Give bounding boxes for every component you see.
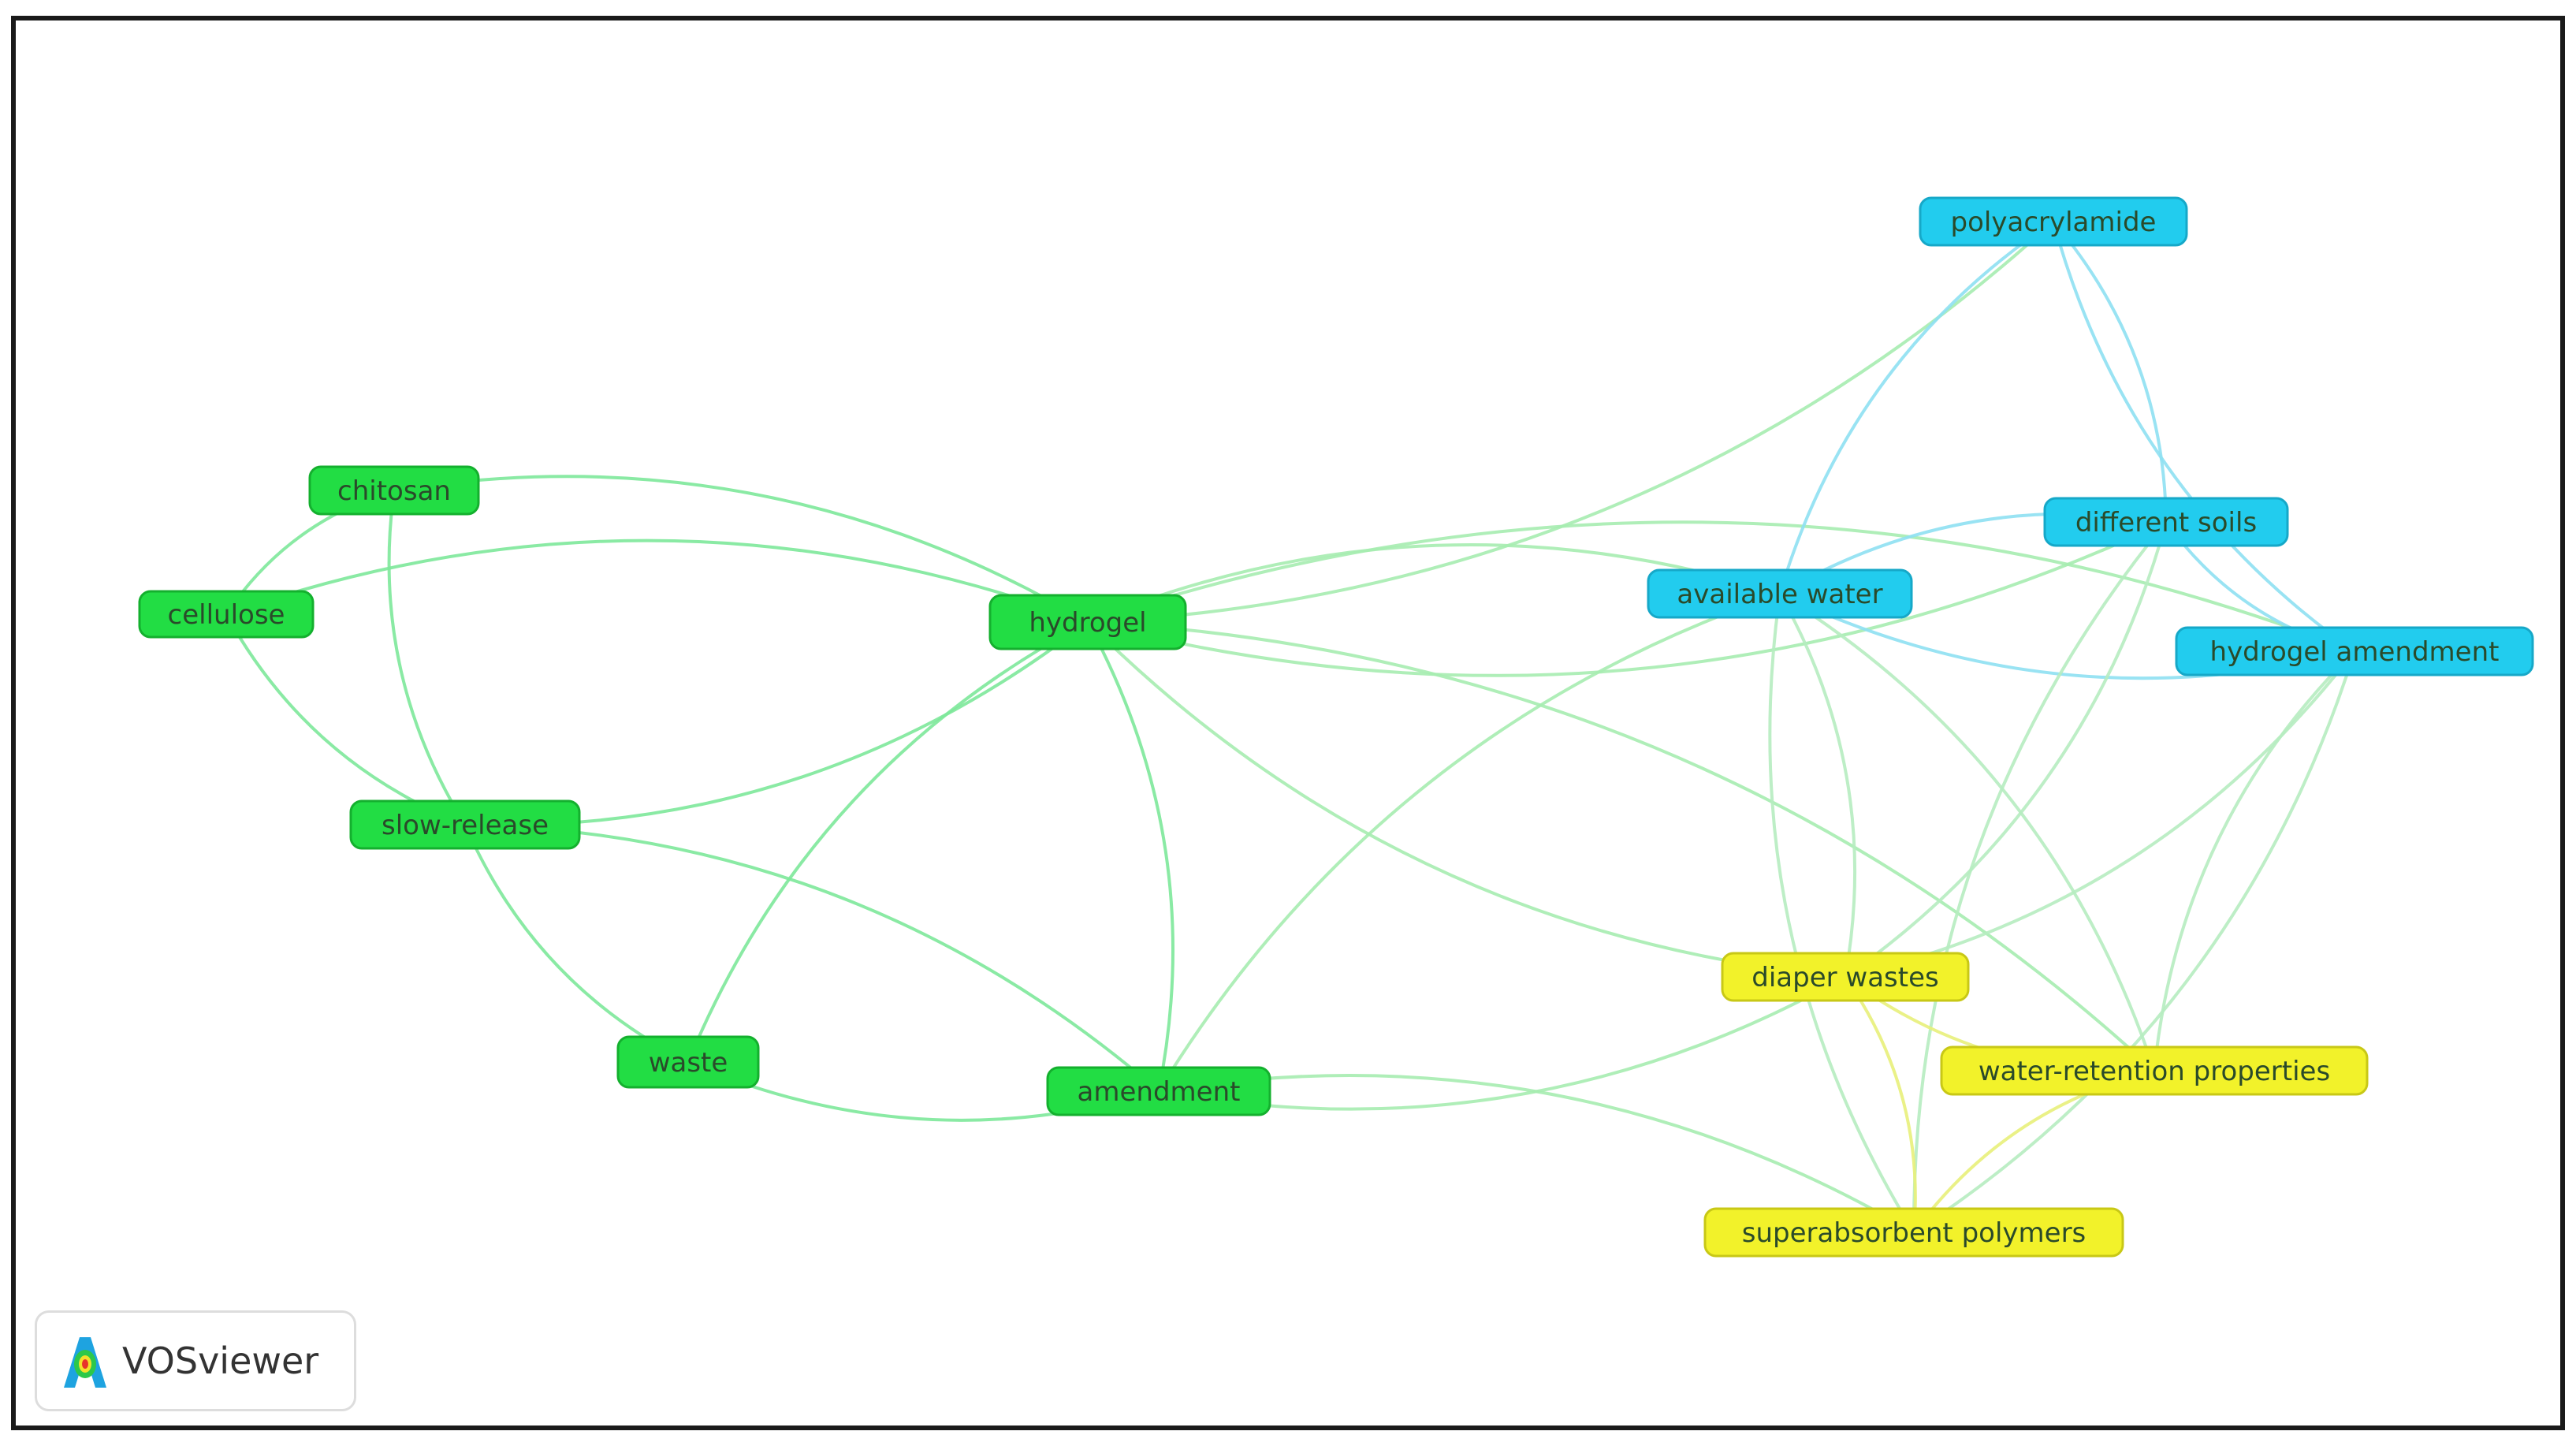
node-cellulose[interactable]: cellulose: [138, 590, 315, 639]
link-hydrogel-waste: [687, 621, 1089, 1063]
link-hydrogel-polyacrylamide: [1087, 220, 2055, 624]
link-amendment-superabsorbent-polymers: [1158, 1074, 1915, 1234]
node-label-superabsorbent-polymers: superabsorbent polymers: [1742, 1217, 2086, 1249]
node-label-polyacrylamide: polyacrylamide: [1951, 207, 2157, 238]
node-box-hydrogel[interactable]: [988, 594, 1187, 650]
link-available-water-water-retention-properties: [1778, 592, 2156, 1071]
link-slow-release-waste: [463, 824, 689, 1064]
link-polyacrylamide-available-water: [1778, 220, 2055, 594]
link-hydrogel-water-retention-properties: [1087, 621, 2156, 1072]
node-box-water-retention-properties[interactable]: [1940, 1045, 2369, 1096]
node-box-different-soils[interactable]: [2043, 497, 2289, 547]
link-slow-release-amendment: [464, 823, 1160, 1093]
link-amendment-available-water: [1157, 592, 1781, 1093]
vosviewer-logo-icon: [64, 1337, 106, 1388]
link-diaper-wastes-superabsorbent-polymers: [1844, 975, 1917, 1233]
node-waste[interactable]: waste: [616, 1035, 760, 1089]
network-nodes: polyacrylamide different soils available w…: [138, 196, 2534, 1258]
node-hydrogel-amendment[interactable]: hydrogel amendment: [2175, 626, 2534, 676]
node-box-hydrogel-amendment[interactable]: [2175, 626, 2534, 676]
node-label-waste: waste: [649, 1047, 728, 1079]
node-box-available-water[interactable]: [1647, 568, 1913, 619]
node-amendment[interactable]: amendment: [1046, 1066, 1271, 1116]
vosviewer-badge: VOSviewer: [35, 1310, 356, 1411]
link-hydrogel-different-soils: [1087, 520, 2167, 677]
link-available-water-superabsorbent-polymers: [1768, 593, 1915, 1234]
node-label-slow-release: slow-release: [382, 810, 549, 841]
node-label-cellulose: cellulose: [168, 599, 285, 631]
node-label-hydrogel-amendment: hydrogel amendment: [2210, 636, 2500, 668]
node-polyacrylamide[interactable]: polyacrylamide: [1919, 196, 2188, 247]
link-cellulose-slow-release: [225, 613, 466, 826]
node-diaper-wastes[interactable]: diaper wastes: [1721, 952, 1970, 1002]
node-water-retention-properties[interactable]: water-retention properties: [1940, 1045, 2369, 1096]
link-cellulose-hydrogel: [225, 539, 1089, 624]
node-box-chitosan[interactable]: [308, 465, 480, 516]
node-label-chitosan: chitosan: [337, 475, 451, 507]
node-chitosan[interactable]: chitosan: [308, 465, 480, 516]
link-hydrogel-amendment-diaper-wastes: [1845, 650, 2356, 978]
vosviewer-label: VOSviewer: [122, 1340, 319, 1382]
link-hydrogel-slow-release: [464, 621, 1089, 827]
node-label-water-retention-properties: water-retention properties: [1979, 1056, 2330, 1087]
node-superabsorbent-polymers[interactable]: superabsorbent polymers: [1703, 1207, 2124, 1258]
link-hydrogel-amendment: [1086, 621, 1174, 1092]
link-chitosan-slow-release: [387, 490, 467, 826]
link-hydrogel-hydrogel-amendment: [1087, 520, 2355, 653]
link-hydrogel-amendment-water-retention-properties: [2153, 650, 2356, 1071]
node-box-slow-release[interactable]: [349, 799, 581, 850]
link-polyacrylamide-different-soils: [2052, 220, 2168, 523]
link-available-water-diaper-wastes: [1778, 593, 1857, 978]
node-box-waste[interactable]: [616, 1035, 760, 1089]
node-label-amendment: amendment: [1078, 1076, 1241, 1108]
link-chitosan-hydrogel: [393, 475, 1089, 624]
link-hydrogel-amendment-superabsorbent-polymers: [1912, 650, 2356, 1234]
link-hydrogel-available-water: [1087, 542, 1781, 624]
node-label-different-soils: different soils: [2075, 507, 2257, 539]
node-box-superabsorbent-polymers[interactable]: [1703, 1207, 2124, 1258]
node-label-available-water: available water: [1677, 579, 1882, 610]
node-box-cellulose[interactable]: [138, 590, 315, 639]
link-different-soils-superabsorbent-polymers: [1912, 520, 2168, 1233]
link-polyacrylamide-hydrogel-amendment: [2052, 221, 2356, 653]
diagram-frame: [11, 16, 2565, 1430]
node-box-amendment[interactable]: [1046, 1066, 1271, 1116]
node-box-polyacrylamide[interactable]: [1919, 196, 2188, 247]
node-label-hydrogel: hydrogel: [1029, 607, 1146, 639]
node-different-soils[interactable]: different soils: [2043, 497, 2289, 547]
node-hydrogel[interactable]: hydrogel: [988, 594, 1187, 650]
node-label-diaper-wastes: diaper wastes: [1751, 962, 1938, 993]
node-slow-release[interactable]: slow-release: [349, 799, 581, 850]
node-box-diaper-wastes[interactable]: [1721, 952, 1970, 1002]
link-different-soils-diaper-wastes: [1844, 521, 2168, 978]
node-available-water[interactable]: available water: [1647, 568, 1913, 619]
link-hydrogel-diaper-wastes: [1086, 621, 1846, 978]
